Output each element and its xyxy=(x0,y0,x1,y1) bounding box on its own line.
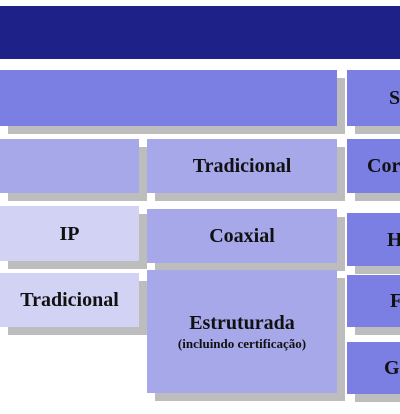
top-banner xyxy=(0,6,400,59)
ip-box: IP xyxy=(0,206,139,261)
estruturada-label: Estruturada xyxy=(189,311,295,334)
estruturada-sublabel: (incluindo certificação) xyxy=(177,335,307,351)
right-row4-box: H xyxy=(347,213,400,266)
right-header-box: S xyxy=(347,70,400,126)
right-row3-box: Cor xyxy=(347,139,400,193)
tradicional-left-label: Tradicional xyxy=(20,289,119,311)
right-row5-bottom-label: G xyxy=(384,357,400,379)
ip-label: IP xyxy=(59,222,80,245)
right-row5-top-box: F xyxy=(347,275,400,327)
estruturada-box: Estruturada (incluindo certificação) xyxy=(147,270,337,393)
left-row3-box xyxy=(0,139,139,193)
right-row5-bottom-box: G xyxy=(347,342,400,394)
tradicional-mid-label: Tradicional xyxy=(192,155,292,177)
coaxial-label: Coaxial xyxy=(209,225,275,247)
coaxial-box: Coaxial xyxy=(147,209,337,263)
right-row5-top-label: F xyxy=(390,290,400,312)
right-row3-label: Cor xyxy=(367,155,400,177)
right-row4-label: H xyxy=(387,228,400,251)
right-header-label: S xyxy=(389,87,400,109)
wide-header-box xyxy=(0,70,337,126)
tradicional-left-box: Tradicional xyxy=(0,273,139,327)
tradicional-mid-box: Tradicional xyxy=(147,139,337,193)
